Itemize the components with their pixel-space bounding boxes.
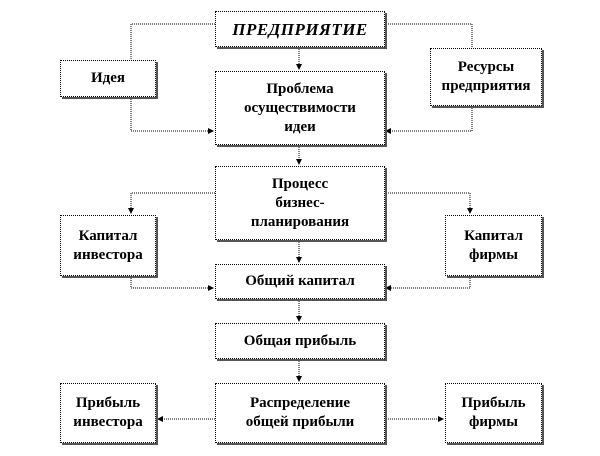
firm-profit-box: Прибыль фирмы bbox=[445, 383, 542, 443]
connector-investor-capital-total bbox=[130, 276, 214, 291]
investor-profit-box: Прибыль инвестора bbox=[60, 383, 156, 443]
firm-capital-box: Капитал фирмы bbox=[445, 215, 542, 276]
connector-firm-capital-total bbox=[385, 276, 471, 291]
total-profit-box: Общая прибыль bbox=[215, 323, 385, 359]
total-capital-box: Общий капитал bbox=[215, 264, 385, 299]
connector-process-investor-capital bbox=[128, 192, 215, 214]
distribution-box: Распределение общей прибыли bbox=[215, 383, 385, 443]
process-box: Процесс бизнес- планирования bbox=[215, 166, 385, 240]
problem-box: Проблема осуществимости идеи bbox=[215, 71, 385, 145]
resources-box: Ресурсы предприятия bbox=[430, 48, 542, 106]
enterprise-box: ПРЕДПРИЯТИЕ bbox=[215, 11, 385, 47]
connector-resources-problem bbox=[385, 106, 473, 134]
connector-enterprise-idea bbox=[130, 23, 215, 60]
connector-idea-problem bbox=[130, 97, 214, 134]
connector-enterprise-resources bbox=[384, 23, 473, 48]
investor-capital-box: Капитал инвестора bbox=[60, 215, 156, 276]
idea-box: Идея bbox=[60, 60, 156, 97]
connector-process-firm-capital bbox=[384, 192, 473, 214]
